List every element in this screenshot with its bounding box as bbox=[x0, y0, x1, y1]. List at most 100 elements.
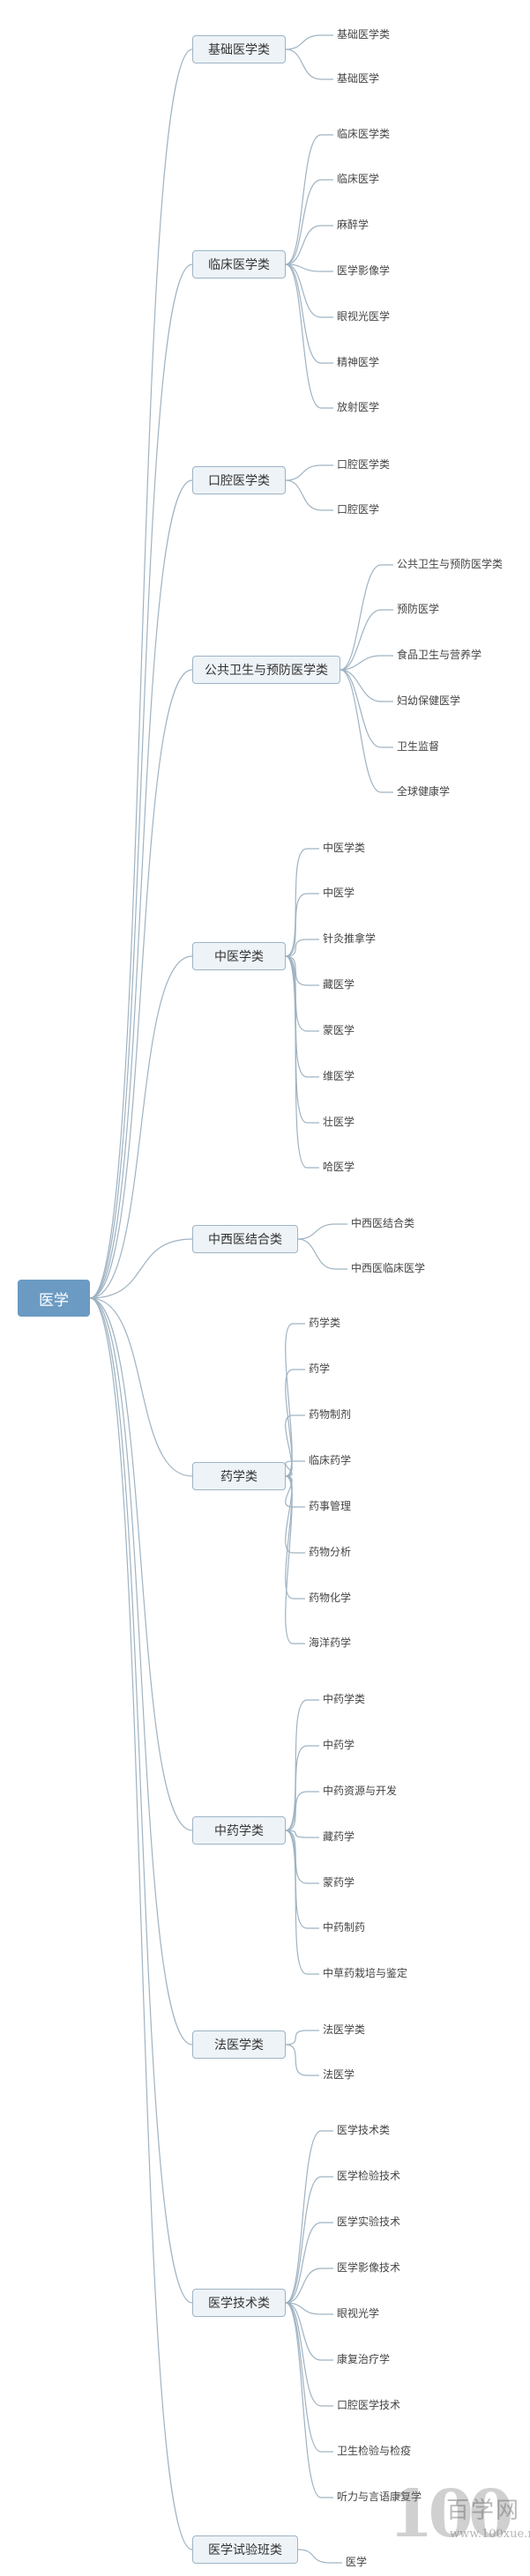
leaf-node[interactable]: 眼视光学 bbox=[337, 2307, 380, 2320]
leaf-node[interactable]: 法医学 bbox=[323, 2068, 355, 2081]
leaf-node[interactable]: 中草药栽培与鉴定 bbox=[323, 1967, 408, 1979]
leaf-node[interactable]: 医学检验技术 bbox=[337, 2170, 401, 2182]
leaf-node[interactable]: 中药学类 bbox=[323, 1693, 366, 1705]
leaf-node[interactable]: 精神医学 bbox=[337, 356, 380, 368]
leaf-node[interactable]: 口腔医学 bbox=[337, 503, 380, 516]
leaf-node[interactable]: 预防医学 bbox=[397, 603, 440, 615]
leaf-connector bbox=[285, 848, 319, 957]
leaf-node[interactable]: 中医学类 bbox=[323, 842, 366, 854]
leaf-node[interactable]: 全球健康学 bbox=[397, 785, 451, 798]
leaf-connector bbox=[297, 2549, 342, 2564]
category-node[interactable]: 药学类 bbox=[192, 1462, 286, 1490]
leaf-node[interactable]: 基础医学 bbox=[337, 72, 380, 85]
leaf-node[interactable]: 药学 bbox=[309, 1362, 331, 1375]
root-connector bbox=[89, 479, 193, 1299]
leaf-node[interactable]: 药物分析 bbox=[309, 1546, 352, 1558]
watermark-logo-number: 100 bbox=[388, 2476, 513, 2552]
leaf-connector bbox=[285, 1699, 319, 1831]
leaf-node[interactable]: 临床药学 bbox=[309, 1454, 352, 1466]
category-node[interactable]: 临床医学类 bbox=[192, 250, 286, 278]
leaf-connector bbox=[285, 2130, 333, 2304]
leaf-node[interactable]: 法医学类 bbox=[323, 2023, 366, 2036]
leaf-connector bbox=[285, 2268, 333, 2304]
leaf-connector bbox=[297, 1238, 347, 1270]
leaf-connector bbox=[285, 264, 333, 409]
category-label: 医学技术类 bbox=[208, 2297, 270, 2311]
leaf-node[interactable]: 听力与言语康复学 bbox=[337, 2491, 422, 2503]
category-node[interactable]: 医学试验班类 bbox=[192, 2535, 298, 2564]
leaf-node[interactable]: 药物化学 bbox=[309, 1592, 352, 1604]
leaf-connector bbox=[285, 2302, 333, 2315]
leaf-node[interactable]: 哈医学 bbox=[323, 1161, 355, 1173]
leaf-node[interactable]: 藏药学 bbox=[323, 1830, 355, 1843]
leaf-node[interactable]: 蒙药学 bbox=[323, 1876, 355, 1889]
leaf-connector bbox=[285, 1475, 305, 1508]
leaf-node[interactable]: 临床医学 bbox=[337, 173, 380, 185]
leaf-connector bbox=[285, 1830, 319, 1975]
leaf-connector bbox=[285, 1369, 305, 1477]
leaf-node[interactable]: 中医学 bbox=[323, 887, 355, 899]
leaf-node[interactable]: 维医学 bbox=[323, 1070, 355, 1082]
leaf-node[interactable]: 中药学 bbox=[323, 1739, 355, 1751]
category-node[interactable]: 医学技术类 bbox=[192, 2289, 286, 2317]
root-node[interactable]: 医学 bbox=[18, 1280, 90, 1317]
leaf-connector bbox=[340, 564, 393, 671]
category-node[interactable]: 中西医结合类 bbox=[192, 1225, 298, 1253]
leaf-connector bbox=[285, 1791, 319, 1831]
leaf-connector bbox=[285, 955, 319, 1032]
leaf-node[interactable]: 药物制剂 bbox=[309, 1408, 352, 1421]
leaf-node[interactable]: 口腔医学类 bbox=[337, 458, 391, 471]
category-node[interactable]: 公共卫生与预防医学类 bbox=[192, 656, 340, 684]
leaf-node[interactable]: 麻醉学 bbox=[337, 219, 370, 231]
leaf-connector bbox=[285, 1414, 305, 1477]
root-connector bbox=[89, 1297, 193, 2045]
leaf-connector bbox=[297, 1223, 347, 1240]
leaf-node[interactable]: 基础医学类 bbox=[337, 28, 391, 41]
leaf-connector bbox=[285, 955, 319, 1124]
category-node[interactable]: 口腔医学类 bbox=[192, 466, 286, 494]
category-node[interactable]: 法医学类 bbox=[192, 2030, 286, 2059]
leaf-node[interactable]: 医学影像学 bbox=[337, 264, 391, 277]
leaf-connector bbox=[285, 2222, 333, 2304]
root-connector bbox=[89, 1297, 193, 1477]
category-label: 中药学类 bbox=[214, 1824, 264, 1838]
leaf-node[interactable]: 医学影像技术 bbox=[337, 2261, 401, 2274]
leaf-node[interactable]: 中药制药 bbox=[323, 1921, 366, 1934]
leaf-node[interactable]: 医学 bbox=[346, 2556, 368, 2568]
leaf-node[interactable]: 放射医学 bbox=[337, 401, 380, 413]
leaf-connector bbox=[340, 655, 393, 671]
leaf-node[interactable]: 中西医临床医学 bbox=[351, 1262, 426, 1274]
leaf-node[interactable]: 口腔医学技术 bbox=[337, 2399, 401, 2411]
root-connector bbox=[89, 48, 193, 1299]
leaf-node[interactable]: 蒙医学 bbox=[323, 1024, 355, 1036]
leaf-node[interactable]: 壮医学 bbox=[323, 1116, 355, 1128]
leaf-node[interactable]: 海洋药学 bbox=[309, 1637, 352, 1649]
category-label: 药学类 bbox=[220, 1470, 258, 1484]
watermark-logo: 100 百学网 www.100xue.net bbox=[388, 2476, 530, 2573]
leaf-node[interactable]: 食品卫生与营养学 bbox=[397, 649, 482, 661]
leaf-node[interactable]: 眼视光医学 bbox=[337, 310, 391, 323]
leaf-node[interactable]: 康复治疗学 bbox=[337, 2353, 391, 2365]
watermark-site-name: 百学网 bbox=[446, 2498, 521, 2524]
leaf-connector bbox=[285, 1830, 319, 1884]
leaf-node[interactable]: 卫生监督 bbox=[397, 740, 440, 753]
leaf-node[interactable]: 药事管理 bbox=[309, 1500, 352, 1512]
leaf-connector bbox=[285, 179, 333, 265]
leaf-node[interactable]: 藏医学 bbox=[323, 978, 355, 991]
leaf-node[interactable]: 卫生检验与检疫 bbox=[337, 2445, 412, 2457]
leaf-node[interactable]: 临床医学类 bbox=[337, 128, 391, 140]
category-node[interactable]: 基础医学类 bbox=[192, 35, 286, 63]
leaf-node[interactable]: 针灸推拿学 bbox=[323, 932, 377, 945]
leaf-node[interactable]: 医学技术类 bbox=[337, 2124, 391, 2136]
category-node[interactable]: 中医学类 bbox=[192, 942, 286, 970]
leaf-node[interactable]: 中药资源与开发 bbox=[323, 1785, 398, 1797]
leaf-connector bbox=[285, 264, 333, 364]
leaf-node[interactable]: 中西医结合类 bbox=[351, 1217, 415, 1229]
leaf-connector bbox=[340, 669, 393, 748]
root-connector bbox=[89, 1238, 193, 1299]
leaf-node[interactable]: 医学实验技术 bbox=[337, 2216, 401, 2228]
leaf-node[interactable]: 药学类 bbox=[309, 1317, 341, 1329]
leaf-node[interactable]: 妇幼保健医学 bbox=[397, 694, 461, 707]
category-node[interactable]: 中药学类 bbox=[192, 1816, 286, 1845]
leaf-node[interactable]: 公共卫生与预防医学类 bbox=[397, 558, 504, 570]
